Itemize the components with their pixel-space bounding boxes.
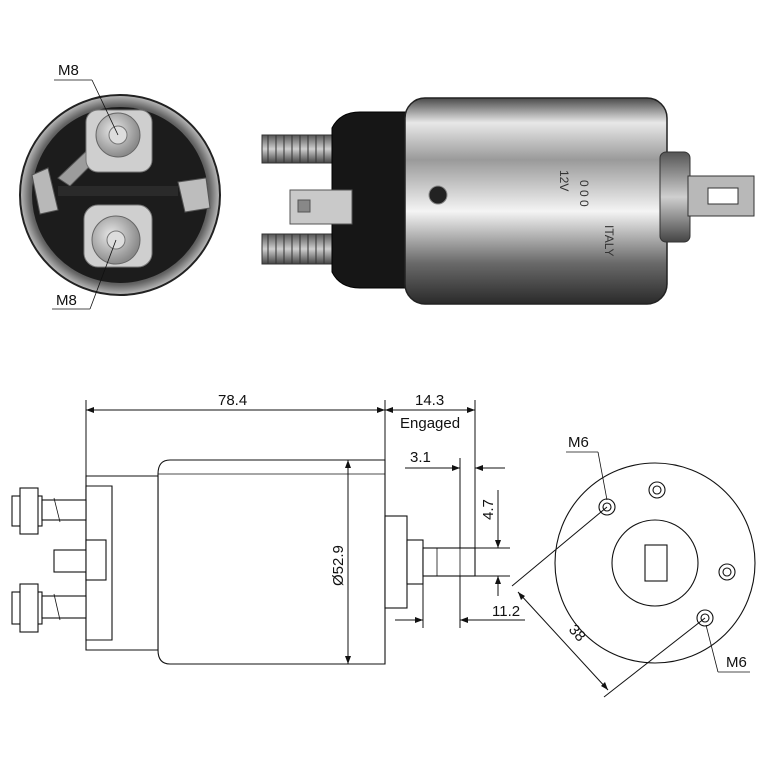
dim-length: 78.4: [85, 392, 386, 476]
end-view-photo: [19, 94, 221, 296]
dim-diameter: Ø52.9: [330, 459, 385, 665]
label-m8-bottom: M8: [56, 292, 77, 309]
side-drawing: [11, 459, 476, 665]
side-view-photo: [261, 97, 755, 305]
dim-plunger: 11.2: [395, 576, 525, 628]
end-drawing: [554, 462, 756, 664]
embossed-number: 0 0 0: [577, 180, 591, 207]
label-m6-top: M6: [568, 434, 589, 451]
dim-stroke: 14.3 Engaged: [385, 392, 476, 548]
embossed-origin: ITALY: [602, 225, 616, 257]
label-m6-top-group: M6: [566, 434, 608, 501]
dim-plunger-value: 11.2: [492, 603, 520, 620]
dim-stroke-note: Engaged: [400, 415, 460, 432]
label-m6-bottom-group: M6: [705, 624, 750, 673]
dim-slot-value: 4.7: [480, 499, 497, 520]
dim-diameter-value: Ø52.9: [330, 545, 347, 586]
embossed-voltage: 12V: [557, 170, 571, 191]
label-m8-bottom-group: M8: [52, 239, 117, 310]
dim-slot: 4.7: [475, 490, 510, 596]
dim-small-value: 3.1: [410, 449, 431, 466]
dim-small: 3.1: [405, 449, 505, 548]
label-m8-top: M8: [58, 62, 79, 79]
dim-stroke-value: 14.3: [415, 392, 444, 409]
embossed-text: 12V 0 0 0 ITALY: [557, 170, 616, 257]
label-m6-bottom: M6: [726, 654, 747, 671]
dim-length-value: 78.4: [218, 392, 247, 409]
label-m8-top-group: M8: [54, 62, 119, 136]
